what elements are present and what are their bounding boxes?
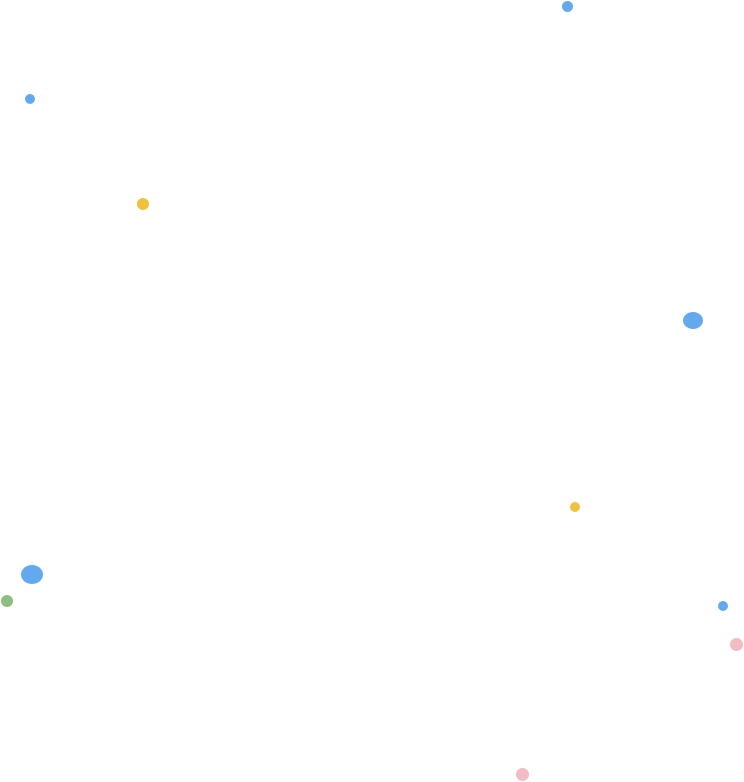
dot-yellow-1 <box>137 198 149 210</box>
dot-blue-5 <box>718 601 728 611</box>
dot-blue-1 <box>562 1 573 12</box>
dot-pink-2 <box>516 768 529 781</box>
dot-pink-1 <box>730 638 743 651</box>
dot-green-1 <box>1 595 13 607</box>
dot-blue-2 <box>25 94 35 104</box>
dot-blue-3 <box>683 312 703 329</box>
dot-blue-4 <box>21 565 43 584</box>
dot-yellow-2 <box>570 502 580 512</box>
